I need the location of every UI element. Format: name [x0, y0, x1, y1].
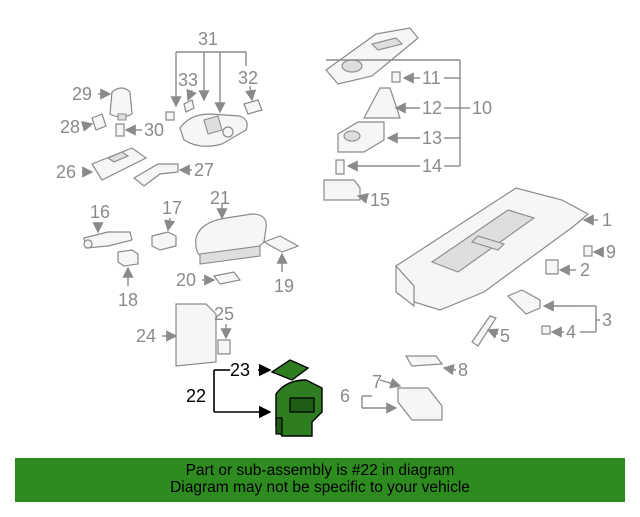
callout-28: 28 [60, 117, 80, 137]
callout-11: 11 [422, 68, 441, 88]
callout-19: 19 [274, 276, 294, 296]
callout-22: 22 [186, 386, 206, 406]
armrest-group: 21 20 19 [176, 188, 300, 296]
callout-33: 33 [178, 70, 198, 90]
callout-8: 8 [458, 360, 468, 380]
callout-4: 4 [566, 322, 576, 342]
callout-5: 5 [500, 326, 510, 346]
shifter-assembly: 31 33 32 [165, 29, 263, 147]
callout-32: 32 [238, 68, 258, 88]
callout-1: 1 [602, 210, 612, 230]
callout-6: 6 [340, 386, 350, 406]
switch-group: 16 17 18 [83, 198, 182, 310]
banner-line-1: Part or sub-assembly is #22 in diagram [185, 462, 455, 479]
banner-line-2: Diagram may not be specific to your vehi… [170, 479, 470, 496]
callout-18: 18 [118, 290, 138, 310]
callout-21: 21 [210, 188, 230, 208]
callout-25: 25 [214, 304, 234, 324]
notice-banner: Part or sub-assembly is #22 in diagram D… [15, 458, 625, 502]
callout-16: 16 [90, 202, 110, 222]
callout-20: 20 [176, 270, 196, 290]
callout-24: 24 [136, 326, 156, 346]
callout-17: 17 [162, 198, 182, 218]
callout-31: 31 [198, 29, 218, 49]
lid-part-23 [270, 359, 310, 381]
callout-7: 7 [372, 372, 382, 392]
highlighted-assembly-22: 23 22 [186, 359, 323, 437]
callout-2: 2 [580, 260, 590, 280]
callout-13: 13 [422, 128, 442, 148]
callout-3: 3 [602, 310, 612, 330]
callout-9: 9 [606, 242, 616, 262]
callout-26: 26 [56, 162, 76, 182]
callout-10: 10 [472, 98, 492, 118]
shifter-trim-group: 26 27 [56, 147, 214, 187]
callout-14: 14 [422, 156, 442, 176]
callout-15: 15 [370, 190, 390, 210]
side-panel-group: 24 25 [136, 303, 234, 367]
callout-30: 30 [144, 120, 164, 140]
callout-23: 23 [230, 360, 250, 380]
callout-27: 27 [194, 160, 214, 180]
callout-29: 29 [72, 84, 92, 104]
console-upper-group: 11 12 13 14 15 10 [323, 27, 492, 210]
callout-12: 12 [422, 98, 442, 118]
main-console-group: 1 2 9 4 3 5 8 7 6 [340, 187, 616, 421]
shift-knob-group: 29 28 30 [60, 84, 164, 140]
